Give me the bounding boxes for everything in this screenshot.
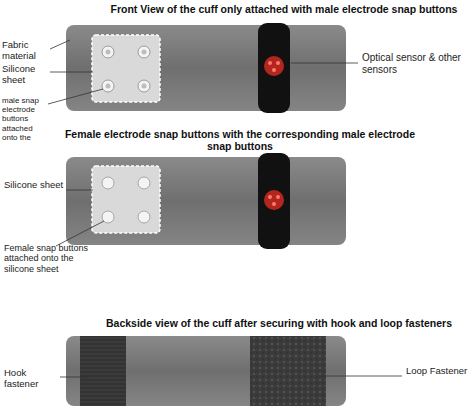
male-snap-buttons [102,46,150,92]
section-heading: Front View of the cuff only attached wit… [98,3,470,15]
section-heading: Backside view of the cuff after securing… [88,317,470,329]
part-label: Loop Fastener [406,366,470,377]
section-heading: Female electrode snap buttons with the c… [60,128,420,152]
part-label: Hook fastener [4,368,59,390]
sensor-band [258,153,290,249]
optical-sensor [264,190,284,210]
silicone-sheet [92,35,160,102]
silicone-sheet [92,166,160,233]
sensor-band [258,23,290,113]
cuff-fabric [66,157,346,245]
cuff-fabric [66,336,346,406]
part-label: Fabric material [2,40,50,62]
cuff-fabric [66,25,346,111]
part-label: Optical sensor & other sensors [362,52,470,75]
part-label: Silicone sheet [4,180,64,191]
loop-fastener [250,336,326,406]
optical-sensor [264,56,284,76]
part-label: Female snap buttons attached onto the si… [4,243,96,274]
female-snap-buttons [102,177,150,223]
hook-fastener [80,336,126,406]
part-label: male snap electrode buttons attached ont… [2,96,50,142]
part-label: Silicone sheet [2,64,50,86]
